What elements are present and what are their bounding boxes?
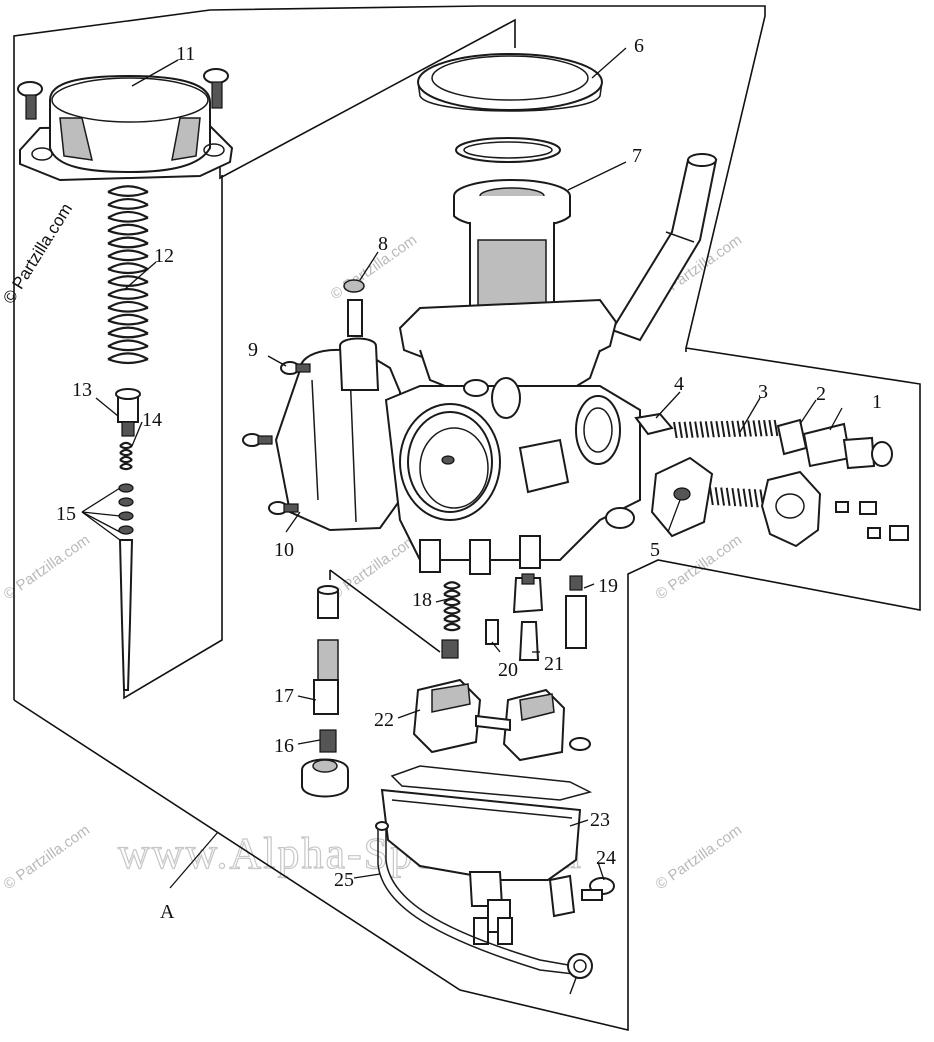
callout-25: 25 [334, 869, 354, 891]
side-cover-screw-bottom [268, 501, 299, 515]
callout-9: 9 [248, 339, 258, 361]
needle-holder [115, 388, 141, 437]
callout-1: 1 [872, 391, 882, 413]
callout-4: 4 [674, 373, 684, 395]
assembly-frame [13, 5, 921, 1032]
callout-5: 5 [650, 539, 660, 561]
leader-lines [81, 47, 843, 889]
carburetor-body [274, 298, 641, 575]
callout-2: 2 [816, 383, 826, 405]
partzilla-watermark-4: © Partzilla.com [328, 531, 421, 603]
partzilla-watermark-1: © Partzilla.com [328, 231, 421, 303]
callout-18: 18 [412, 589, 432, 611]
starter-plunger [343, 279, 365, 337]
callout-23: 23 [590, 809, 610, 831]
needle-spring [119, 441, 133, 471]
callout-12: 12 [154, 245, 174, 267]
drain-hose [375, 821, 593, 995]
pilot-screw-assembly [634, 412, 893, 470]
side-cover-screw-top [280, 361, 311, 375]
callout-A: A [160, 901, 175, 923]
callout-20: 20 [498, 659, 518, 681]
side-cover-screw-left [242, 433, 273, 447]
callout-14: 14 [142, 409, 162, 431]
partzilla-watermark-6: © Partzilla.com [1, 821, 94, 893]
callout-6: 6 [634, 35, 644, 57]
float-valve-parts [441, 573, 587, 661]
diaphragm-ring [455, 137, 561, 163]
drain-screw [548, 874, 615, 918]
callout-13: 13 [72, 379, 92, 401]
callout-3: 3 [758, 381, 768, 403]
callout-16: 16 [274, 735, 294, 757]
carb-top-cover [19, 74, 234, 182]
jet-needle [118, 483, 134, 691]
needle-jet [301, 585, 349, 798]
callout-19: 19 [598, 575, 618, 597]
float [412, 678, 591, 762]
callout-7: 7 [632, 145, 642, 167]
callout-15: 15 [56, 503, 76, 525]
accelerator-pump-cover [650, 456, 909, 548]
callout-10: 10 [274, 539, 294, 561]
cover-screw-left [17, 81, 43, 120]
callout-labels: 1 2 3 4 5 6 7 8 9 10 11 12 13 14 15 16 1… [56, 35, 882, 923]
throttle-slide [453, 179, 571, 319]
callout-11: 11 [176, 43, 195, 65]
callout-8: 8 [378, 233, 388, 255]
callout-21: 21 [544, 653, 564, 675]
diaphragm [417, 53, 603, 112]
float-bowl [380, 765, 593, 945]
vent-hose [610, 153, 718, 342]
cover-screw-right [203, 68, 229, 109]
callout-17: 17 [274, 685, 294, 707]
partzilla-watermark-left: © Partzilla.com [0, 200, 76, 307]
callout-22: 22 [374, 709, 394, 731]
callout-24: 24 [596, 847, 616, 869]
partzilla-watermark-7: © Partzilla.com [653, 821, 746, 893]
